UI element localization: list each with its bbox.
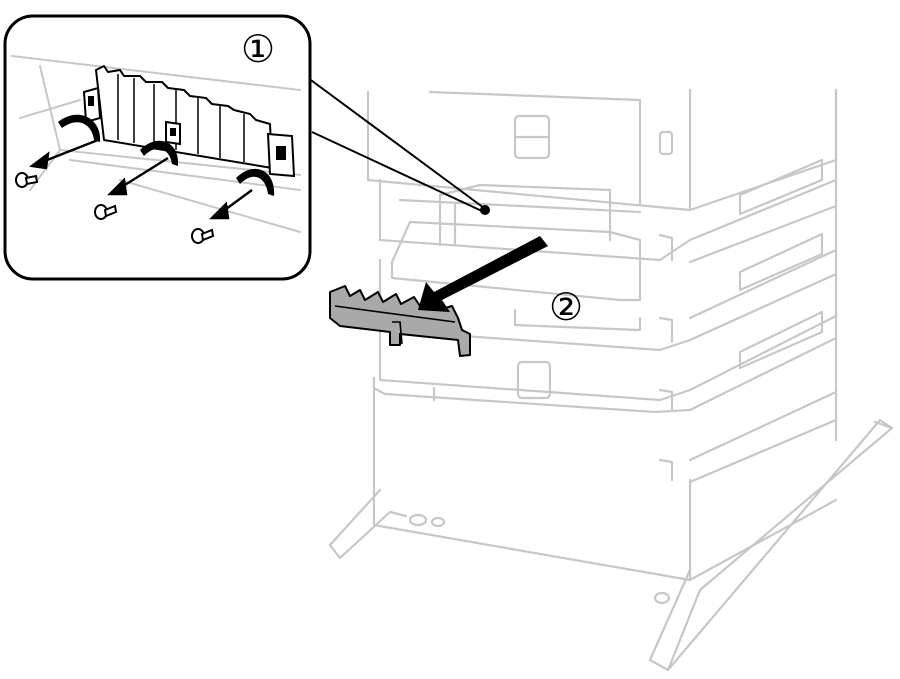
- step-2-label: ②: [549, 287, 583, 329]
- printer-illustration: [328, 88, 894, 672]
- callout-box: ①: [3, 14, 312, 281]
- removed-part: [329, 285, 471, 357]
- callout-pointer: [299, 71, 490, 215]
- step-2-marker: ②: [549, 287, 583, 329]
- step-1-label: ①: [241, 29, 275, 71]
- removal-arrow: [418, 236, 548, 312]
